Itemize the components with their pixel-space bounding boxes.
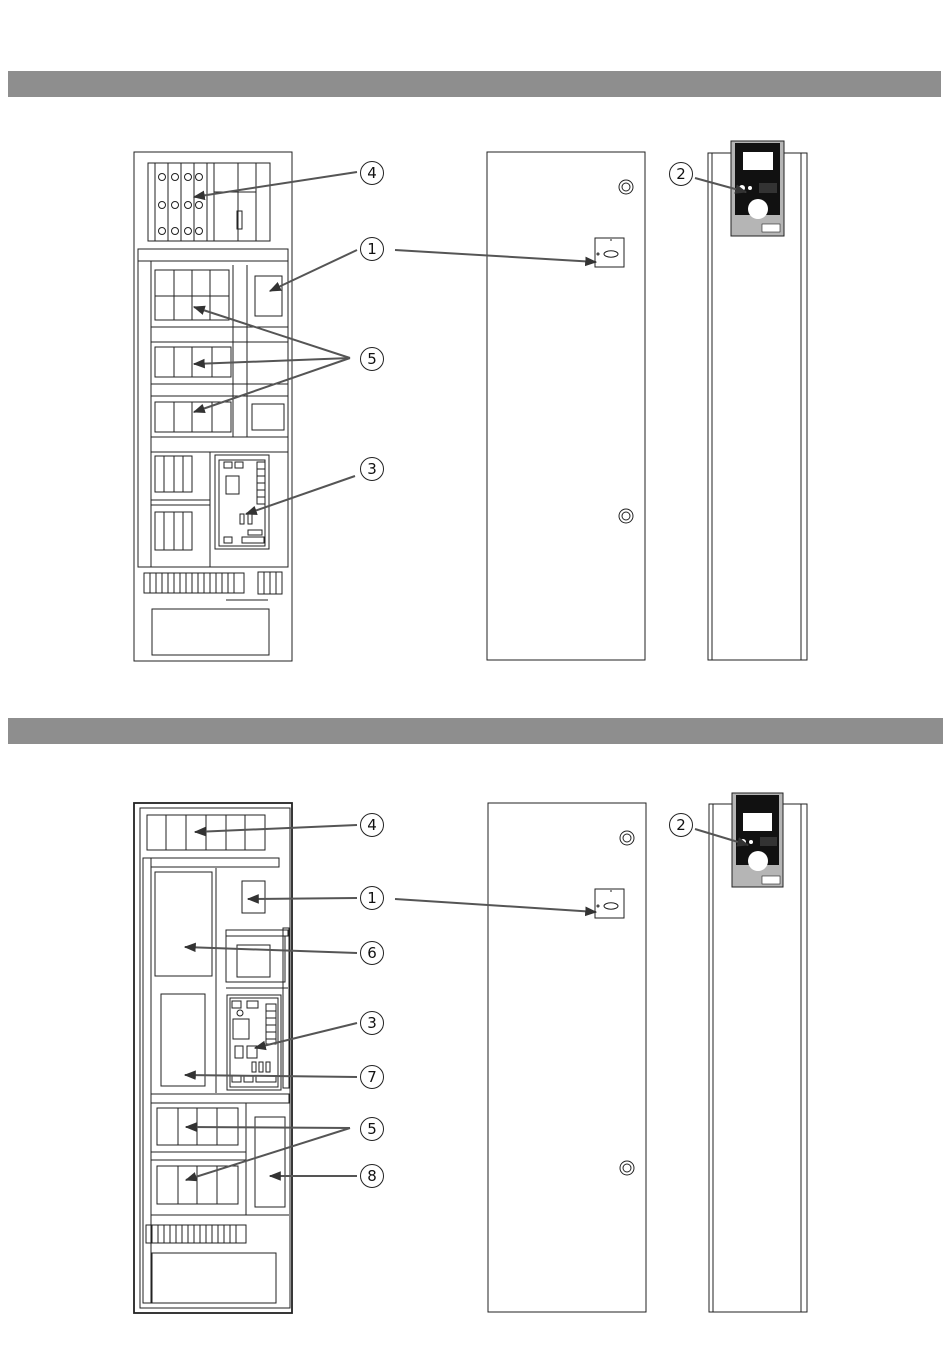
- cabinet-side-top: [708, 141, 807, 660]
- cabinet-door-top: [487, 152, 645, 660]
- cabinet-side-bottom: [709, 793, 807, 1312]
- callout-4-top: 4: [360, 161, 384, 185]
- callout-2-bottom: 2: [669, 813, 693, 837]
- callout-8-bottom: 8: [360, 1164, 384, 1188]
- callout-4-bottom: 4: [360, 813, 384, 837]
- leader-lines-top: [194, 172, 746, 514]
- cabinet-door-bottom: [488, 803, 646, 1312]
- callout-3-bottom: 3: [360, 1011, 384, 1035]
- callout-7-bottom: 7: [360, 1065, 384, 1089]
- open-cabinet-bottom: [134, 803, 292, 1313]
- leader-lines-bottom: [185, 825, 748, 1180]
- callout-5-bottom: 5: [360, 1117, 384, 1141]
- callout-3-top: 3: [360, 457, 384, 481]
- callout-1-bottom: 1: [360, 886, 384, 910]
- callout-6-bottom: 6: [360, 941, 384, 965]
- callout-1-top: 1: [360, 237, 384, 261]
- open-cabinet-top: [134, 152, 292, 661]
- callout-2-top: 2: [669, 162, 693, 186]
- callout-5-top: 5: [360, 347, 384, 371]
